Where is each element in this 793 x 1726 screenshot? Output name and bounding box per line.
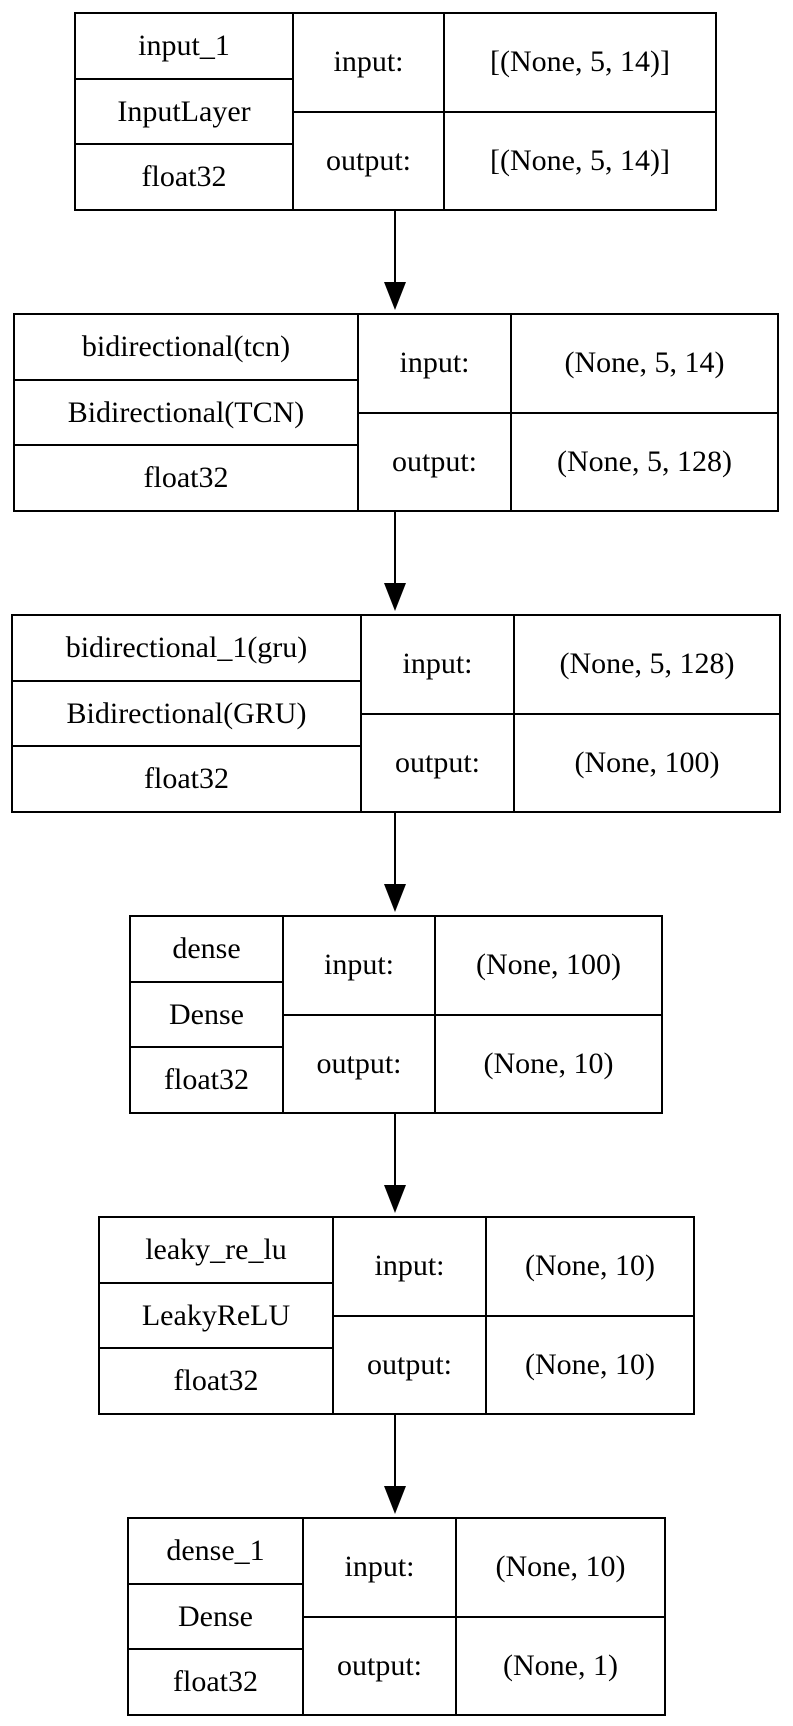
input-shape: (None, 5, 14) <box>564 346 725 380</box>
layer-type: Bidirectional(GRU) <box>13 679 360 746</box>
arrow-5 <box>384 1414 406 1514</box>
layer-info: dense Dense float32 <box>131 917 282 1112</box>
io-shapes: (None, 10) (None, 10) <box>485 1218 693 1413</box>
io-labels: input: output: <box>292 14 443 209</box>
output-label: output: <box>284 1013 434 1113</box>
input-label: input: <box>374 1249 445 1283</box>
output-shape: [(None, 5, 14)] <box>445 110 715 210</box>
layer-info: dense_1 Dense float32 <box>129 1519 302 1714</box>
layer-name: bidirectional(tcn) <box>81 329 291 363</box>
output-shape: (None, 10) <box>487 1314 693 1414</box>
io-labels: input: output: <box>360 616 513 811</box>
input-label: input: <box>333 45 404 79</box>
layer-node-leaky-re-lu: leaky_re_lu LeakyReLU float32 input: out… <box>98 1216 695 1415</box>
layer-name: leaky_re_lu <box>145 1232 287 1266</box>
io-labels: input: output: <box>282 917 434 1112</box>
layer-type: Bidirectional(TCN) <box>15 378 357 445</box>
layer-name: dense_1 <box>166 1533 265 1567</box>
output-shape: (None, 1) <box>457 1615 664 1715</box>
layer-name: dense <box>172 931 241 965</box>
layer-name: bidirectional_1(gru) <box>65 630 308 664</box>
arrow-3 <box>384 812 406 912</box>
layer-info: leaky_re_lu LeakyReLU float32 <box>100 1218 332 1413</box>
output-label: output: <box>359 411 510 511</box>
layer-node-bidirectional-tcn: bidirectional(tcn) Bidirectional(TCN) fl… <box>13 313 779 512</box>
io-labels: input: output: <box>357 315 510 510</box>
input-shape: (None, 10) <box>495 1550 626 1584</box>
layer-node-bidirectional-1-gru: bidirectional_1(gru) Bidirectional(GRU) … <box>11 614 781 813</box>
input-shape: (None, 10) <box>525 1249 655 1283</box>
input-shape: (None, 100) <box>476 948 621 982</box>
layer-dtype: float32 <box>100 1347 332 1413</box>
input-shape: [(None, 5, 14)] <box>490 45 670 79</box>
layer-node-dense-1: dense_1 Dense float32 input: output: (No… <box>127 1517 666 1716</box>
arrow-2 <box>384 511 406 611</box>
io-labels: input: output: <box>332 1218 485 1413</box>
layer-name: input_1 <box>138 28 230 62</box>
layer-dtype: float32 <box>131 1046 282 1112</box>
layer-info: input_1 InputLayer float32 <box>76 14 292 209</box>
io-shapes: (None, 5, 14) (None, 5, 128) <box>510 315 777 510</box>
arrow-4 <box>384 1113 406 1213</box>
input-label: input: <box>344 1550 415 1584</box>
layer-info: bidirectional_1(gru) Bidirectional(GRU) … <box>13 616 360 811</box>
io-shapes: (None, 5, 128) (None, 100) <box>513 616 779 811</box>
io-labels: input: output: <box>302 1519 455 1714</box>
input-shape: (None, 5, 128) <box>559 647 735 681</box>
layer-dtype: float32 <box>13 745 360 811</box>
output-label: output: <box>362 712 513 812</box>
output-shape: (None, 5, 128) <box>512 411 777 511</box>
input-label: input: <box>402 647 473 681</box>
layer-node-dense: dense Dense float32 input: output: (None… <box>129 915 663 1114</box>
layer-dtype: float32 <box>15 444 357 510</box>
input-label: input: <box>399 346 470 380</box>
io-shapes: (None, 10) (None, 1) <box>455 1519 664 1714</box>
layer-type: Dense <box>129 1582 302 1649</box>
arrow-1 <box>384 210 406 310</box>
layer-type: InputLayer <box>76 77 292 144</box>
layer-info: bidirectional(tcn) Bidirectional(TCN) fl… <box>15 315 357 510</box>
layer-dtype: float32 <box>76 143 292 209</box>
io-shapes: [(None, 5, 14)] [(None, 5, 14)] <box>443 14 715 209</box>
layer-type: Dense <box>131 980 282 1047</box>
output-label: output: <box>334 1314 485 1414</box>
layer-node-input-1: input_1 InputLayer float32 input: output… <box>74 12 717 211</box>
output-shape: (None, 100) <box>515 712 779 812</box>
io-shapes: (None, 100) (None, 10) <box>434 917 661 1112</box>
input-label: input: <box>323 948 394 982</box>
output-label: output: <box>304 1615 455 1715</box>
layer-dtype: float32 <box>129 1648 302 1714</box>
output-label: output: <box>294 110 443 210</box>
layer-type: LeakyReLU <box>100 1281 332 1348</box>
output-shape: (None, 10) <box>436 1013 661 1113</box>
